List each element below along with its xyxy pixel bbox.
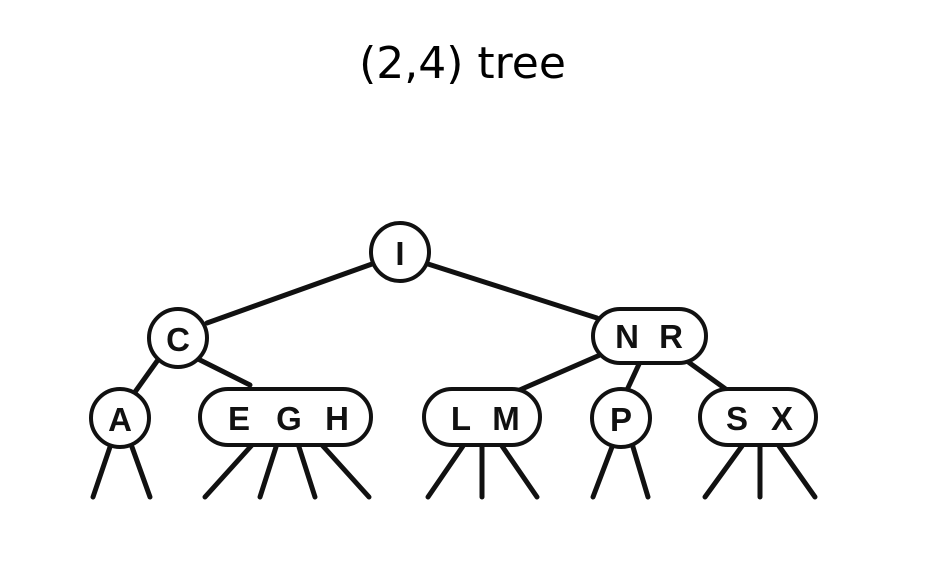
tree-node-root: I — [369, 221, 431, 283]
node-key: P — [610, 401, 632, 438]
edge-i-c — [204, 261, 375, 326]
tree-node-lm: L M — [422, 387, 542, 447]
leaf-edge-sx-3 — [776, 443, 818, 500]
node-key: R — [659, 318, 683, 355]
edge-c-a — [132, 354, 163, 395]
leaf-edge-p-1 — [590, 444, 615, 500]
tree-node-sx: S X — [698, 387, 818, 447]
leaf-edge-egh-1 — [202, 442, 255, 500]
node-key: N — [615, 318, 639, 355]
node-key: L — [451, 400, 471, 437]
leaf-edge-a-1 — [90, 444, 113, 500]
node-key: X — [771, 400, 793, 437]
tree-node-c: C — [147, 307, 209, 369]
leaf-edge-egh-3 — [296, 444, 318, 500]
node-key: E — [228, 400, 250, 437]
edge-nr-lm — [512, 352, 603, 395]
leaf-edge-a-2 — [129, 444, 153, 500]
node-key: G — [276, 400, 302, 437]
leaf-edge-sx-1 — [702, 443, 745, 500]
edge-nr-p — [624, 359, 643, 393]
node-key: A — [108, 401, 132, 438]
edge-c-egh — [193, 355, 253, 388]
leaf-edge-lm-3 — [499, 443, 540, 500]
diagram-title: (2,4) tree — [359, 38, 566, 89]
leaf-edge-p-2 — [630, 444, 651, 500]
leaf-edge-egh-4 — [319, 442, 372, 500]
leaf-edge-lm-1 — [425, 443, 466, 500]
node-key: H — [325, 400, 349, 437]
node-key: I — [395, 235, 404, 272]
node-key: M — [492, 400, 520, 437]
tree-node-p: P — [590, 387, 652, 449]
leaf-edge-egh-2 — [257, 444, 279, 500]
tree-node-nr: N R — [591, 307, 708, 365]
node-key: C — [166, 321, 190, 358]
node-key: S — [726, 400, 748, 437]
tree-node-egh: E G H — [198, 387, 373, 447]
edge-i-nr — [425, 261, 600, 321]
tree-node-a: A — [89, 387, 151, 449]
